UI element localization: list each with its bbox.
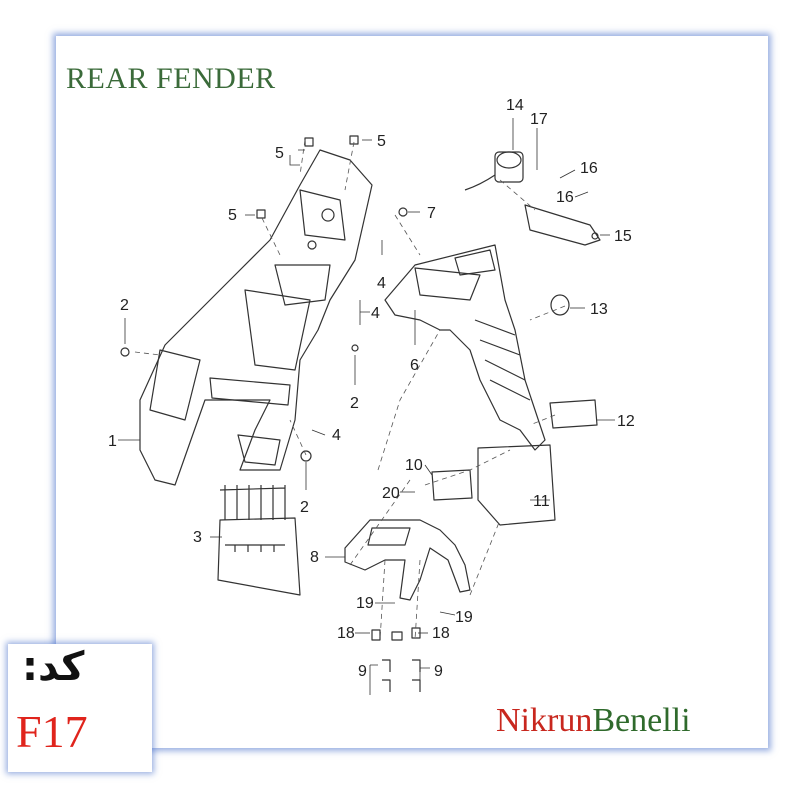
- callout-2-bottom: 2: [300, 499, 309, 516]
- part-tail-housing: [384, 244, 546, 451]
- callout-9-left: 9: [358, 663, 367, 680]
- part-mud-flap: [217, 485, 301, 596]
- callout-18-left: 18: [337, 625, 355, 642]
- callout-14: 14: [506, 97, 524, 114]
- callout-labels: 2 1 3 2 2 4 4 4 5 5 5 6 7 8 9 9 10 11 12…: [108, 97, 635, 680]
- callout-13: 13: [590, 301, 608, 318]
- callout-20: 20: [382, 485, 400, 502]
- diagram-title: REAR FENDER: [66, 62, 276, 95]
- part-grommet: [550, 294, 570, 316]
- part-light-bracket: [524, 204, 601, 246]
- callout-15: 15: [614, 228, 632, 245]
- callout-7: 7: [427, 205, 436, 222]
- callout-11: 11: [533, 493, 550, 510]
- callout-6: 6: [410, 357, 419, 374]
- callout-3: 3: [193, 529, 202, 546]
- callout-16-a: 16: [580, 160, 598, 177]
- part-plate-backing: [477, 444, 556, 526]
- callout-2-left: 2: [120, 297, 129, 314]
- callout-19-left: 19: [356, 595, 374, 612]
- callout-2-mid: 2: [350, 395, 359, 412]
- callout-12: 12: [617, 413, 635, 430]
- callout-4-a: 4: [332, 427, 341, 444]
- callout-16-b: 16: [556, 189, 574, 206]
- code-label: کد:: [22, 644, 85, 690]
- callout-8: 8: [310, 549, 319, 566]
- part-reflector: [549, 399, 598, 429]
- brand-part-1: Nikrun: [496, 702, 593, 739]
- callout-9-right: 9: [434, 663, 443, 680]
- callout-19-right: 19: [455, 609, 473, 626]
- part-small-reflector: [431, 469, 473, 501]
- callout-1: 1: [108, 433, 117, 450]
- code-box: [8, 644, 152, 772]
- callout-5-a: 5: [275, 145, 284, 162]
- code-value: F17: [16, 706, 88, 757]
- part-tail-light: [464, 151, 524, 191]
- brand-part-2: Benelli: [592, 702, 691, 739]
- brand-watermark: NikrunBenelli: [496, 702, 691, 740]
- part-plate-bracket: [344, 519, 471, 601]
- callout-17: 17: [530, 111, 548, 128]
- callout-10: 10: [405, 457, 423, 474]
- callout-18-right: 18: [432, 625, 450, 642]
- callout-5-c: 5: [228, 207, 237, 224]
- callout-4-b: 4: [377, 275, 386, 292]
- part-rear-fender-frame: [139, 149, 373, 486]
- callout-4-c: 4: [371, 305, 380, 322]
- callout-5-b: 5: [377, 133, 386, 150]
- fasteners: [120, 135, 421, 692]
